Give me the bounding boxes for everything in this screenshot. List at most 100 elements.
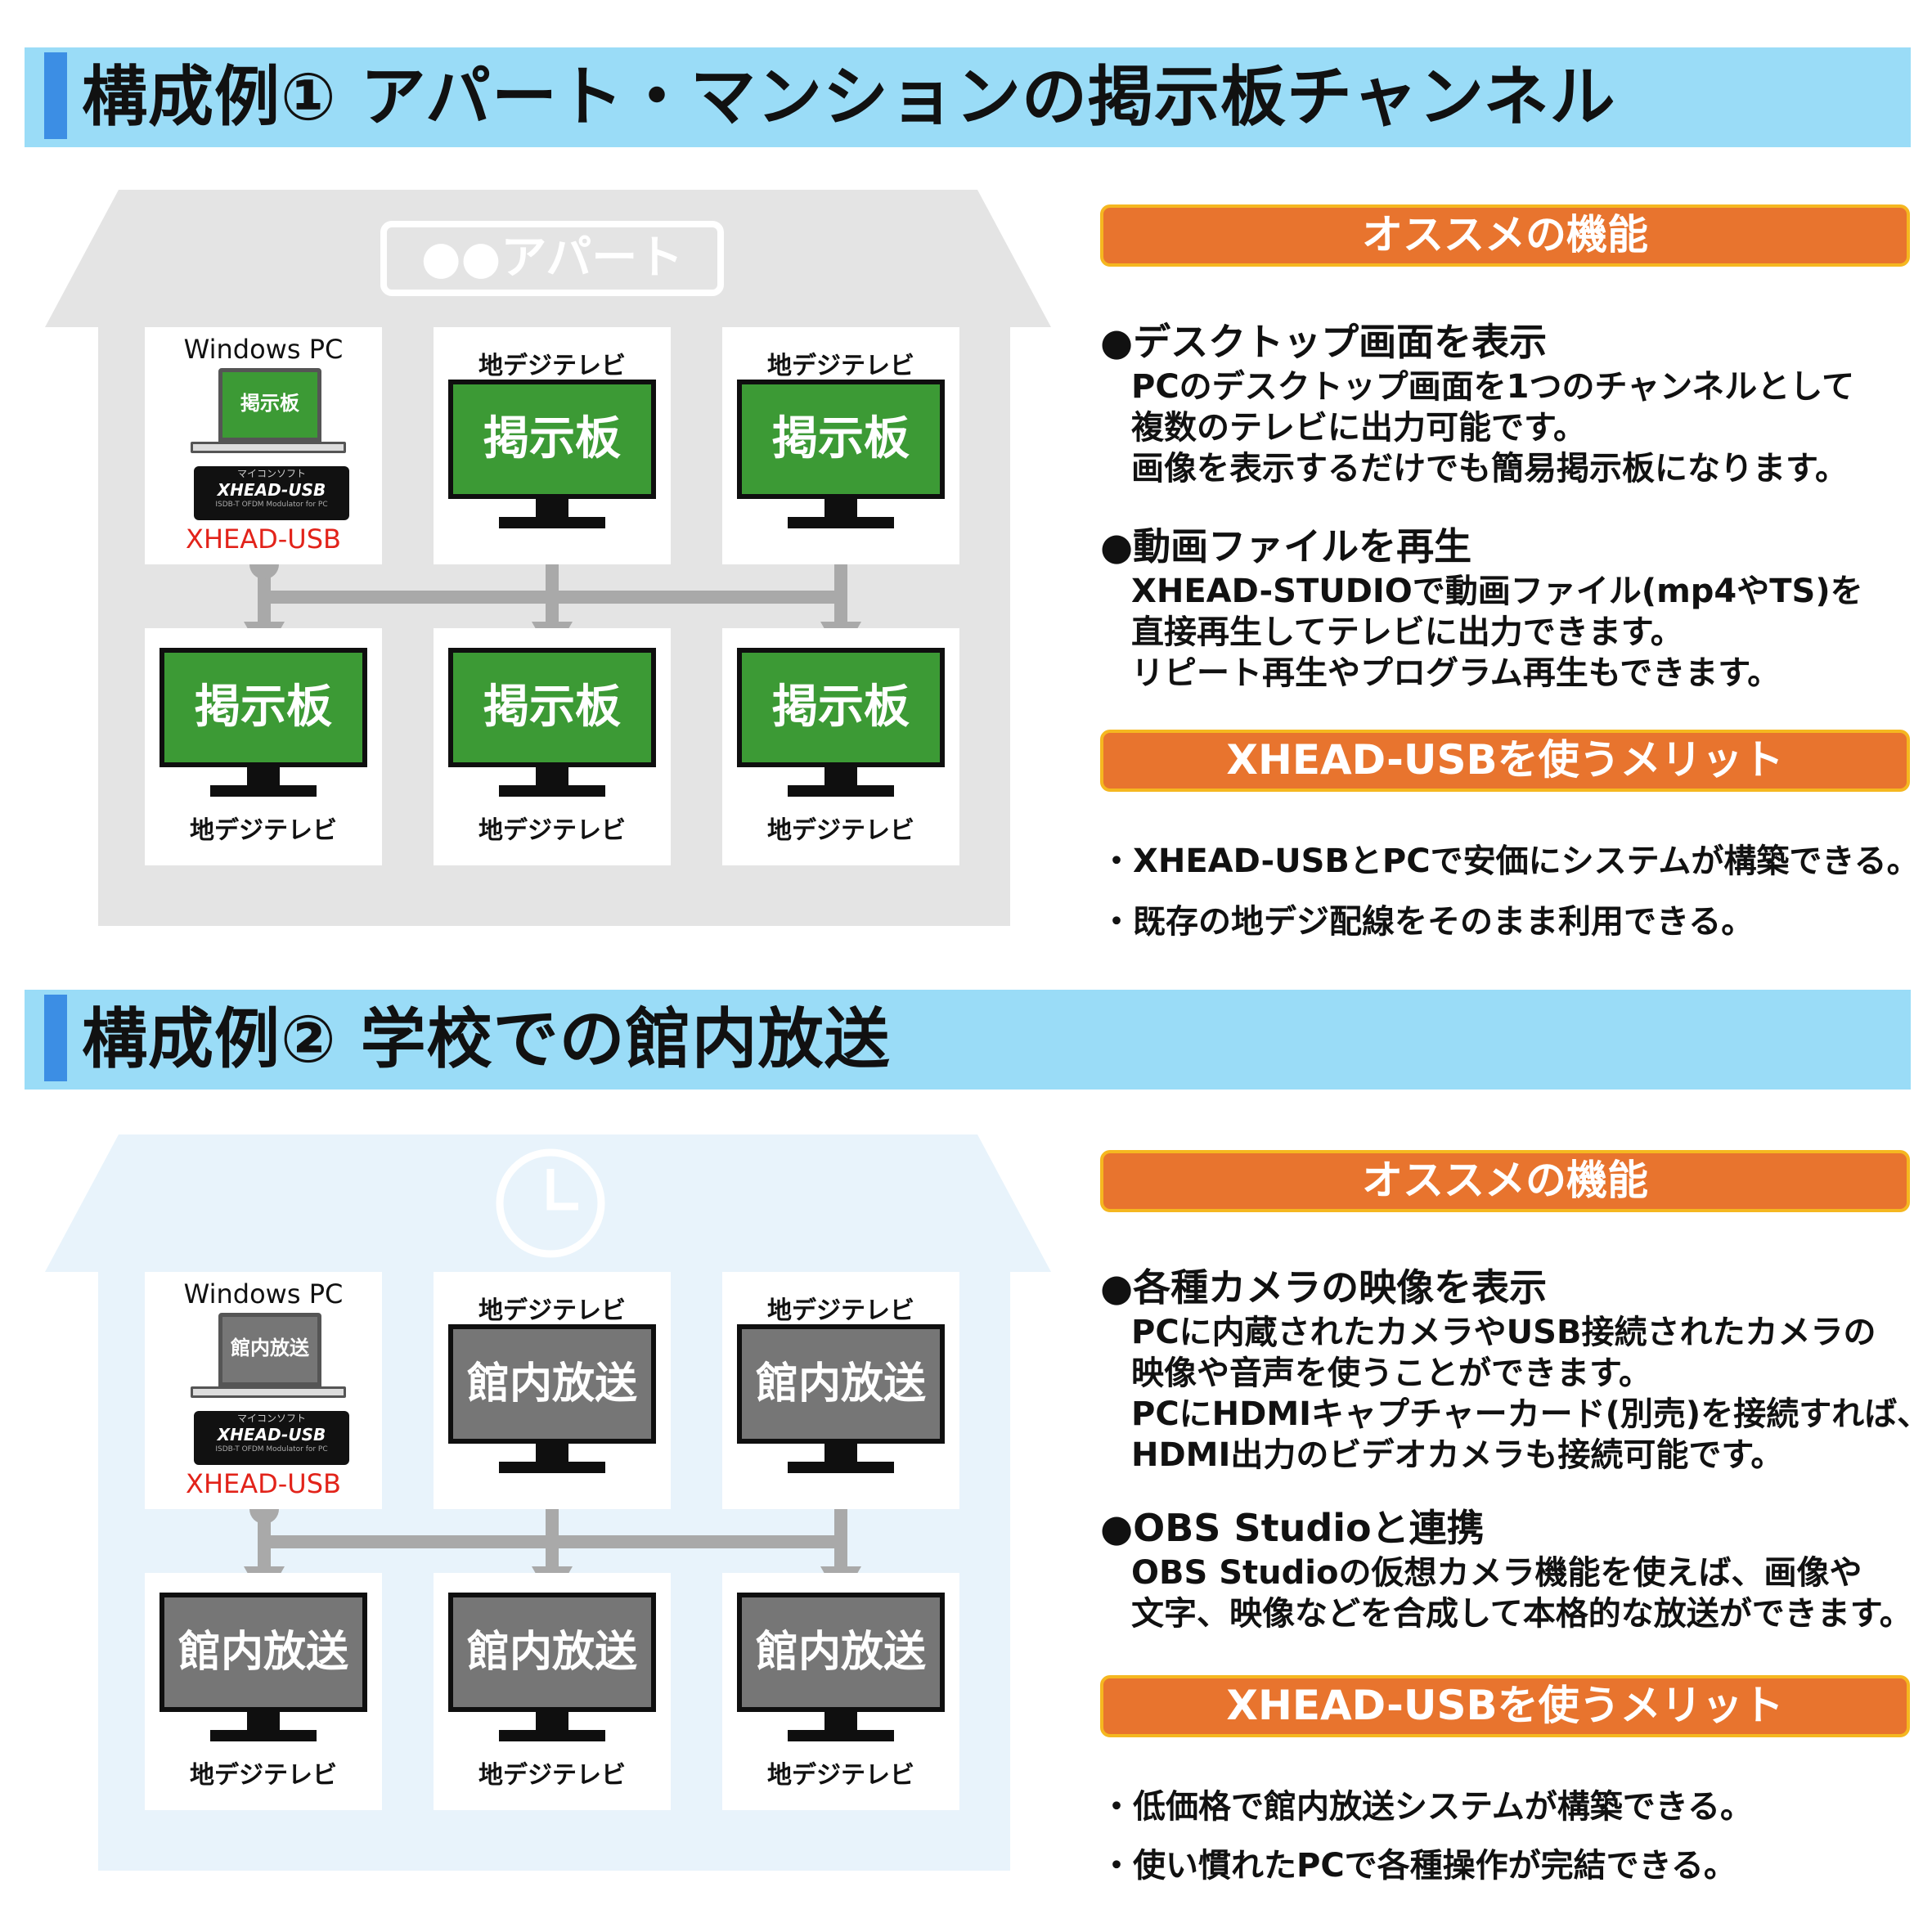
tv-label: 地デジテレビ (479, 816, 626, 845)
feature-line: PCに内蔵されたカメラやUSB接続されたカメラの (1131, 1314, 1876, 1351)
tv-cell: 掲示板 地デジテレビ (145, 628, 382, 865)
merit-item: ・XHEAD-USBとPCで安価にシステムが構築できる。 (1100, 842, 1920, 880)
tv-label: 地デジテレビ (767, 352, 914, 380)
tv-label: 地デジテレビ (479, 1761, 626, 1790)
feature-line: リピート再生やプログラム再生もできます。 (1131, 654, 1781, 692)
tv-cell: 掲示板 地デジテレビ (434, 628, 671, 865)
tv-cell: 地デジテレビ 掲示板 (722, 327, 959, 564)
tv-screen: 掲示板 (737, 380, 945, 499)
features-heading: オススメの機能 (1100, 204, 1910, 267)
apartment-sign: ●●アパート (380, 221, 724, 296)
device-subtitle: ISDB-T OFDM Modulator for PC (215, 1445, 328, 1453)
feature-line: PCにHDMIキャプチャーカード(別売)を接続すれば、 (1131, 1395, 1930, 1433)
feature-line: 文字、映像などを合成して本格的な放送ができます。 (1131, 1595, 1912, 1633)
tv-stand (536, 1444, 568, 1462)
pc-label: Windows PC (183, 1278, 344, 1310)
tv-label: 地デジテレビ (767, 816, 914, 845)
tv-base (210, 785, 317, 797)
laptop-screen: 館内放送 (218, 1313, 321, 1386)
section1-title: 構成例① アパート・マンションの掲示板チャンネル (82, 59, 1616, 135)
tv-base (499, 1462, 605, 1473)
feature-line: 直接再生してテレビに出力できます。 (1131, 613, 1683, 651)
tv-cell: 掲示板 地デジテレビ (722, 628, 959, 865)
pc-label: Windows PC (183, 334, 344, 365)
tv-screen: 館内放送 (737, 1324, 945, 1444)
tv-stand (824, 499, 857, 517)
tv-label: 地デジテレビ (767, 1296, 914, 1325)
device-name: XHEAD-USB (217, 1425, 326, 1445)
tv-screen: 館内放送 (160, 1593, 367, 1712)
device-subtitle: ISDB-T OFDM Modulator for PC (215, 501, 328, 509)
windows-pc-cell: Windows PC 掲示板 マイコンソフト XHEAD-USB ISDB-T … (145, 327, 382, 564)
school-diagram: Windows PC 館内放送 マイコンソフト XHEAD-USB ISDB-T… (45, 1134, 1051, 1871)
tv-stand (824, 1712, 857, 1730)
device-label: XHEAD-USB (186, 523, 341, 555)
device-brand: マイコンソフト (236, 468, 306, 479)
feature-title: ●動画ファイルを再生 (1100, 524, 1472, 568)
laptop-screen: 掲示板 (218, 368, 321, 442)
xhead-usb-device: マイコンソフト XHEAD-USB ISDB-T OFDM Modulator … (194, 466, 349, 520)
feature-title: ●OBS Studioと連携 (1100, 1506, 1485, 1550)
tv-cell: 地デジテレビ 館内放送 (722, 1272, 959, 1509)
tv-label: 地デジテレビ (190, 816, 337, 845)
tv-stand (824, 767, 857, 785)
tv-screen: 掲示板 (160, 648, 367, 767)
tv-stand (536, 767, 568, 785)
device-brand: マイコンソフト (236, 1413, 306, 1424)
tv-stand (247, 1712, 280, 1730)
tv-screen: 館内放送 (448, 1324, 656, 1444)
tv-screen: 掲示板 (448, 648, 656, 767)
feature-description: OBS Studioの仮想カメラ機能を使えば、画像や 文字、映像などを合成して本… (1131, 1552, 1912, 1634)
section1-header: 構成例① アパート・マンションの掲示板チャンネル (25, 47, 1911, 147)
feature-line: PCのデスクトップ画面を1つのチャンネルとして (1131, 368, 1855, 406)
tv-label: 地デジテレビ (479, 352, 626, 380)
header-accent-bar (44, 52, 67, 139)
feature-line: 画像を表示するだけでも簡易掲示板になります。 (1131, 450, 1848, 487)
tv-stand (824, 1444, 857, 1462)
section2-header: 構成例② 学校での館内放送 (25, 990, 1911, 1090)
tv-screen: 掲示板 (448, 380, 656, 499)
feature-line: 複数のテレビに出力可能です。 (1131, 409, 1586, 447)
tv-cell: 館内放送 地デジテレビ (145, 1573, 382, 1810)
device-name: XHEAD-USB (217, 480, 326, 500)
feature-line: OBS Studioの仮想カメラ機能を使えば、画像や (1131, 1554, 1862, 1592)
tv-stand (536, 1712, 568, 1730)
feature-line: HDMI出力のビデオカメラも接続可能です。 (1131, 1436, 1784, 1474)
tv-base (788, 517, 894, 528)
xhead-usb-device: マイコンソフト XHEAD-USB ISDB-T OFDM Modulator … (194, 1411, 349, 1465)
feature-title: ●デスクトップ画面を表示 (1100, 320, 1548, 364)
tv-screen: 館内放送 (737, 1593, 945, 1712)
tv-label: 地デジテレビ (190, 1761, 337, 1790)
tv-label: 地デジテレビ (767, 1761, 914, 1790)
merit-item: ・低価格で館内放送システムが構築できる。 (1100, 1788, 1753, 1826)
merit-item: ・使い慣れたPCで各種操作が完結できる。 (1100, 1847, 1737, 1885)
feature-line: 映像や音声を使うことができます。 (1131, 1355, 1651, 1392)
tv-base (788, 1462, 894, 1473)
tv-base (499, 785, 605, 797)
tv-cell: 地デジテレビ 館内放送 (434, 1272, 671, 1509)
merits-heading: XHEAD-USBを使うメリット (1100, 1675, 1910, 1737)
laptop-base (191, 442, 346, 453)
tv-cell: 館内放送 地デジテレビ (722, 1573, 959, 1810)
section2-title: 構成例② 学校での館内放送 (82, 1001, 891, 1077)
tv-cell: 館内放送 地デジテレビ (434, 1573, 671, 1810)
feature-description: PCのデスクトップ画面を1つのチャンネルとして 複数のテレビに出力可能です。 画… (1131, 366, 1854, 489)
laptop-base (191, 1386, 346, 1398)
tv-base (788, 785, 894, 797)
tv-base (499, 1730, 605, 1741)
feature-description: PCに内蔵されたカメラやUSB接続されたカメラの 映像や音声を使うことができます… (1131, 1312, 1930, 1476)
tv-stand (536, 499, 568, 517)
tv-cell: 地デジテレビ 掲示板 (434, 327, 671, 564)
tv-screen: 館内放送 (448, 1593, 656, 1712)
feature-line: XHEAD-STUDIOで動画ファイル(mp4やTS)を (1131, 573, 1863, 610)
tv-base (210, 1730, 317, 1741)
feature-description: XHEAD-STUDIOで動画ファイル(mp4やTS)を 直接再生してテレビに出… (1131, 571, 1863, 694)
windows-pc-cell: Windows PC 館内放送 マイコンソフト XHEAD-USB ISDB-T… (145, 1272, 382, 1509)
tv-base (499, 517, 605, 528)
tv-screen: 掲示板 (737, 648, 945, 767)
apartment-diagram: ●●アパート Windows PC 掲示板 マイコンソフト XHEAD-USB … (45, 190, 1051, 926)
merits-heading: XHEAD-USBを使うメリット (1100, 730, 1910, 792)
features-heading: オススメの機能 (1100, 1150, 1910, 1212)
tv-label: 地デジテレビ (479, 1296, 626, 1325)
tv-base (788, 1730, 894, 1741)
